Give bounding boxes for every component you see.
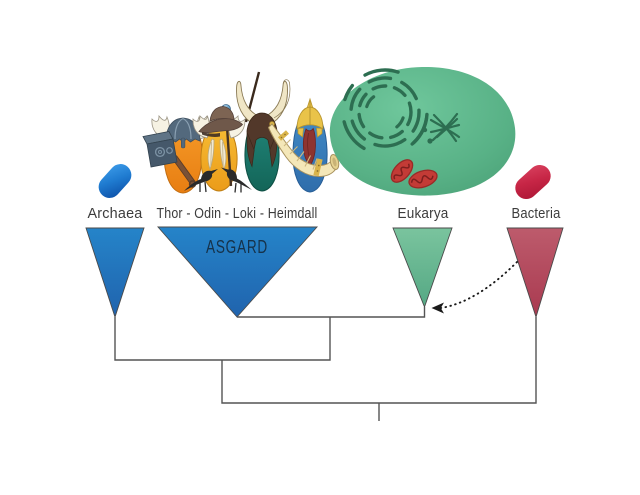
bacteria-clade-triangle [506, 227, 564, 319]
endosymbiosis-arrow [431, 261, 518, 314]
raven-icons [184, 167, 252, 193]
organelle-dot [422, 127, 428, 133]
archaea-clade-triangle [85, 227, 145, 319]
mitochondrion-icon [408, 169, 438, 189]
organelle-dot [427, 138, 433, 144]
heimdall-beard-icon [303, 127, 316, 167]
heimdall-helmet-icon [296, 97, 324, 138]
asgard-clade-label: ASGARD [206, 237, 268, 257]
asgard-gods-illustration [142, 71, 340, 194]
eukarya-label: Eukarya [398, 206, 450, 222]
spindle-icon [429, 112, 461, 143]
eukarya-clade-triangle [392, 227, 453, 309]
archaea-label: Archaea [88, 206, 144, 222]
bacteria-cell-icon [515, 164, 551, 200]
asgard-members-label: Thor - Odin - Loki - Heimdall [157, 206, 318, 222]
odin-hat-icon [198, 106, 244, 137]
archaea-cell-icon [98, 164, 132, 198]
feather-pendants-icon [207, 138, 227, 171]
heimdall-figure [267, 97, 340, 193]
gjallarhorn-icon [267, 121, 340, 178]
loki-horns-icon [236, 79, 291, 126]
loki-figure [236, 71, 291, 192]
bacteria-label: Bacteria [512, 206, 562, 222]
mitochondrion-icon [390, 159, 414, 183]
tree-branches [114, 307, 537, 421]
asgard-clade-triangle [157, 226, 319, 318]
branch-asgard-eukarya [237, 307, 426, 318]
branch-archaea-asgardeukarya [114, 317, 331, 361]
eukaryote-cell-illustration [329, 66, 516, 196]
